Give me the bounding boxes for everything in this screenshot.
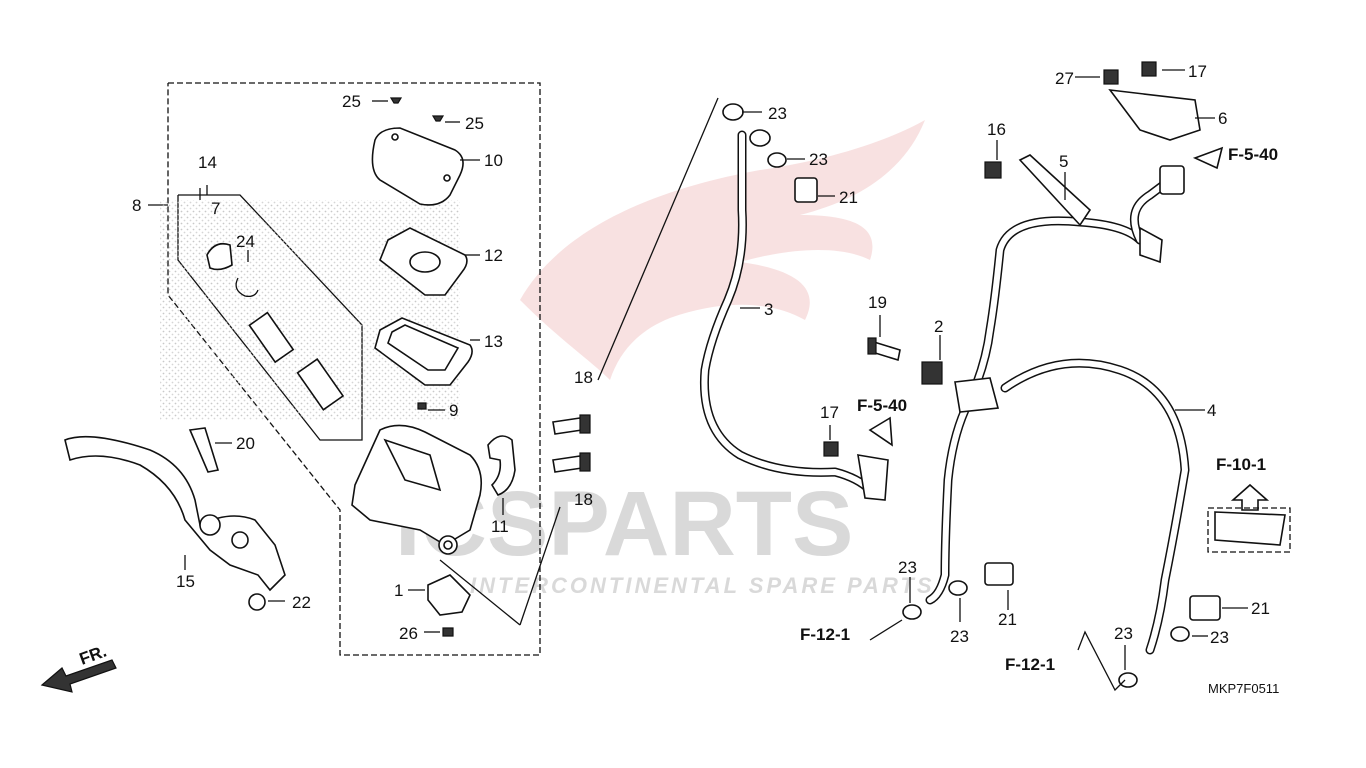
ref-f-12-1-left: F-12-1 xyxy=(800,625,850,644)
callout-23c: 23 xyxy=(898,558,917,577)
callout-1: 1 xyxy=(394,581,403,600)
master-cylinder-body xyxy=(351,424,483,555)
callout-20: 20 xyxy=(236,434,255,453)
hose-3 xyxy=(699,103,889,501)
diaphragm xyxy=(374,317,473,386)
reference-labels: F-5-40 F-5-40 F-10-1 F-12-1 F-12-1 FR. M… xyxy=(77,145,1279,696)
callout-19: 19 xyxy=(868,293,887,312)
callout-8: 8 xyxy=(132,196,141,215)
callout-4: 4 xyxy=(1207,401,1216,420)
fr-arrow-icon xyxy=(40,659,117,693)
callout-21a: 21 xyxy=(839,188,858,207)
callout-25b: 25 xyxy=(465,114,484,133)
ref-f-12-1-right: F-12-1 xyxy=(1005,655,1055,674)
callout-11: 11 xyxy=(491,517,509,536)
callout-18a: 18 xyxy=(574,368,593,387)
callout-23d: 23 xyxy=(950,627,969,646)
callout-5: 5 xyxy=(1059,152,1068,171)
piston-set xyxy=(206,242,345,411)
callout-6: 6 xyxy=(1218,109,1227,128)
callout-16: 16 xyxy=(987,120,1006,139)
callout-17a: 17 xyxy=(820,403,839,422)
callout-10: 10 xyxy=(484,151,503,170)
ref-f-10-1: F-10-1 xyxy=(1216,455,1266,474)
lever-holder xyxy=(487,435,516,496)
hose-4 xyxy=(902,88,1286,688)
callout-23e: 23 xyxy=(1210,628,1229,647)
watermark-wing-logo xyxy=(520,120,925,380)
callout-23a: 23 xyxy=(768,104,787,123)
reference-arrows xyxy=(40,146,1224,693)
callout-17b: 17 xyxy=(1188,62,1207,81)
callout-21b: 21 xyxy=(998,610,1017,629)
f-10-1-box xyxy=(1207,507,1291,553)
callout-14: 14 xyxy=(198,153,217,172)
callout-2: 2 xyxy=(934,317,943,336)
diagram-code: MKP7F0511 xyxy=(1208,681,1279,696)
callout-labels: 8 14 7 24 25 25 10 12 13 9 20 11 15 22 1… xyxy=(132,62,1270,647)
callout-27: 27 xyxy=(1055,69,1074,88)
callout-24: 24 xyxy=(236,232,255,251)
ref-f-5-40-mid: F-5-40 xyxy=(857,396,907,415)
callout-22: 22 xyxy=(292,593,311,612)
callout-12: 12 xyxy=(484,246,503,265)
leader-lines xyxy=(184,69,1248,692)
small-bolts xyxy=(188,61,1157,637)
callout-13: 13 xyxy=(484,332,503,351)
watermark-tagline: INTERCONTINENTAL SPARE PARTS xyxy=(470,573,935,598)
callout-25a: 25 xyxy=(342,92,361,111)
lever xyxy=(64,435,286,611)
ref-f-5-40-top: F-5-40 xyxy=(1228,145,1278,164)
callout-3: 3 xyxy=(764,300,773,319)
switch xyxy=(427,574,471,616)
reservoir-cap xyxy=(371,127,464,206)
callout-23f: 23 xyxy=(1114,624,1133,643)
callout-18b: 18 xyxy=(574,490,593,509)
callout-7: 7 xyxy=(211,199,220,218)
callout-9: 9 xyxy=(449,401,458,420)
callout-26: 26 xyxy=(399,624,418,643)
callout-23b: 23 xyxy=(809,150,828,169)
callout-15: 15 xyxy=(176,572,195,591)
callout-21c: 21 xyxy=(1251,599,1270,618)
